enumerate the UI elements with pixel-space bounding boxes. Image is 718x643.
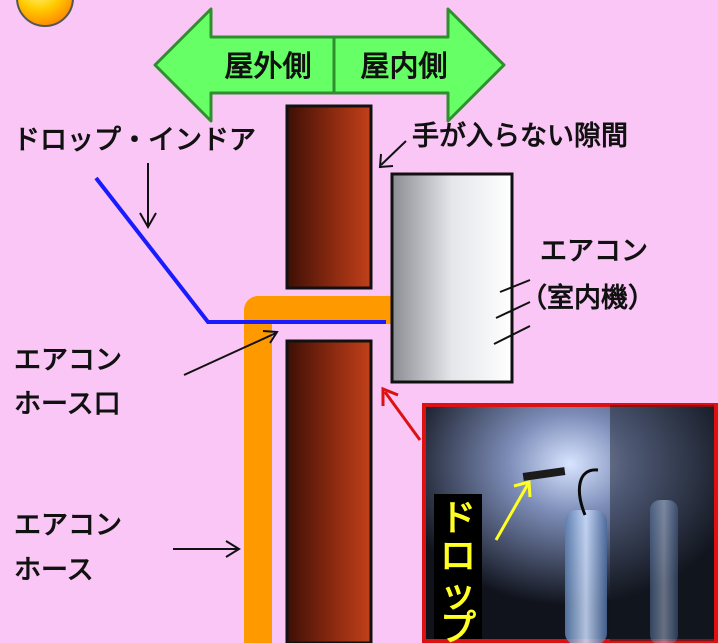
indoor-side-label: 屋内側 [360, 49, 447, 83]
hose-port-pointer [183, 330, 279, 376]
hose-port-label-line2: ホース口 [14, 389, 121, 420]
aircon-hose [244, 296, 392, 643]
outdoor-side-label: 屋外側 [224, 49, 311, 83]
aircon-unit-label-line2: （室内機） [520, 283, 655, 314]
drop-indoor-label: ドロップ・インドア [13, 125, 256, 156]
photo-callout-arrow [381, 386, 422, 441]
aircon-indoor-unit [390, 172, 514, 384]
unit-vents [493, 279, 531, 345]
wall-lower [285, 339, 373, 643]
hose-port-label-line1: エアコン [14, 345, 122, 376]
photo-drop-caption: ド ロ ッ プ [440, 498, 489, 643]
inset-photo: ド ロ ッ プ [422, 403, 718, 643]
aircon-unit-label-line1: エアコン [540, 236, 648, 267]
orange-circle-icon [16, 0, 74, 27]
side-direction-arrow: 屋外側 屋内側 [153, 7, 506, 123]
drop-indoor-pointer [139, 163, 157, 230]
hose-label-line2: ホース [14, 555, 94, 586]
drop-cable [94, 176, 386, 324]
hose-label-line1: エアコン [14, 510, 122, 541]
hose-pointer [173, 540, 241, 558]
gap-pointer [378, 140, 407, 169]
wall-upper [285, 104, 373, 290]
no-hand-gap-label: 手が入らない隙間 [412, 121, 628, 152]
